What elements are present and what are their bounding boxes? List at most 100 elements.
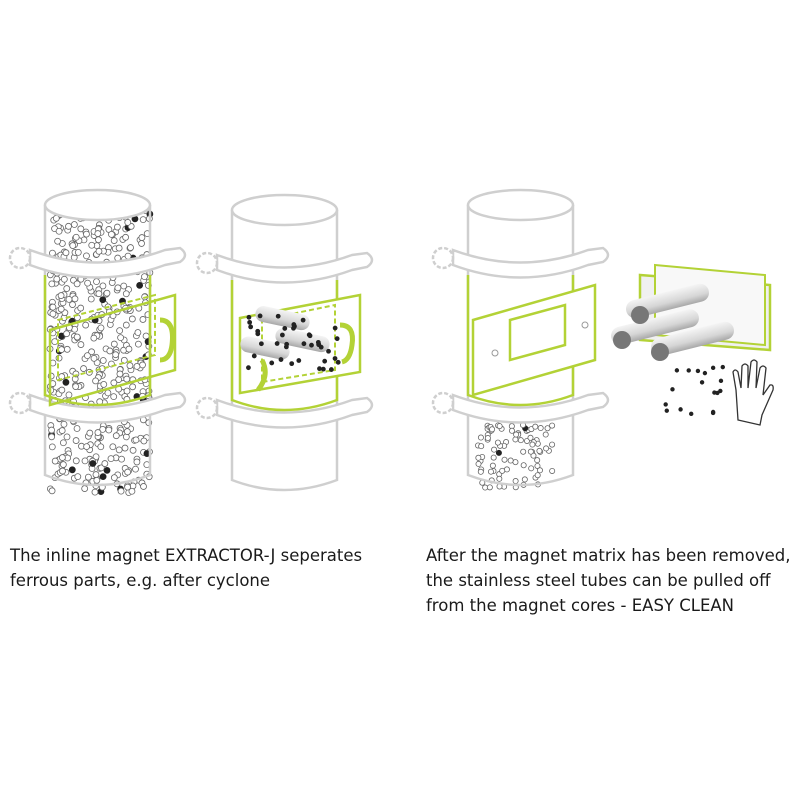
particle: [63, 433, 71, 441]
particle: [520, 448, 527, 455]
particle: [544, 425, 551, 432]
particle: [139, 216, 147, 224]
particle: [57, 305, 65, 313]
particle: [95, 290, 103, 298]
particle: [62, 249, 70, 257]
particle: [123, 428, 131, 435]
particle: [48, 443, 56, 451]
particle: [718, 388, 723, 394]
particle: [132, 465, 139, 473]
particle: [129, 383, 137, 391]
particle: [103, 466, 111, 474]
particle: [495, 449, 502, 456]
particle: [84, 279, 91, 287]
particle: [49, 303, 57, 311]
particle: [124, 218, 132, 226]
particle: [246, 365, 251, 371]
particle: [114, 284, 122, 292]
particle: [97, 464, 105, 472]
particle: [58, 454, 66, 461]
particle: [246, 314, 252, 320]
particle: [99, 425, 107, 433]
particle: [99, 357, 107, 364]
particle: [116, 370, 124, 378]
particle: [332, 325, 338, 331]
particles-flow-pipe-1: [46, 206, 154, 496]
particle: [477, 434, 484, 441]
particle: [536, 447, 543, 454]
particle: [84, 473, 92, 481]
particle: [58, 386, 66, 394]
particle: [132, 436, 140, 444]
particle: [124, 483, 132, 491]
particle: [140, 483, 147, 490]
particle: [58, 346, 65, 353]
particle: [478, 443, 485, 450]
particle: [710, 365, 716, 371]
particle: [72, 437, 80, 444]
particle: [138, 240, 145, 247]
particle: [105, 426, 113, 434]
particle: [521, 476, 528, 483]
particle: [77, 341, 85, 348]
caption-left-line-2: ferrous parts, e.g. after cyclone: [10, 571, 271, 590]
particle: [138, 234, 146, 241]
particle: [543, 445, 550, 452]
particle: [258, 341, 264, 347]
particle: [527, 448, 534, 455]
pipe-1-inline-magnet: [8, 188, 187, 487]
particle: [332, 356, 338, 361]
particle: [94, 230, 102, 237]
particle: [139, 316, 147, 323]
captured-particles: [246, 313, 341, 372]
particle: [95, 247, 103, 255]
particle: [120, 356, 128, 364]
particle: [489, 462, 496, 469]
particle: [296, 358, 302, 363]
particle: [542, 431, 549, 438]
particle: [133, 458, 141, 466]
particle: [702, 370, 708, 376]
particle: [335, 359, 341, 365]
particle: [92, 377, 100, 385]
particle: [686, 368, 691, 373]
particle: [73, 425, 81, 432]
particle: [140, 437, 148, 445]
particle: [104, 389, 112, 397]
particle: [475, 454, 482, 461]
particle: [512, 436, 519, 443]
particle: [124, 468, 132, 476]
particle: [99, 282, 107, 290]
particle: [101, 460, 109, 467]
particle: [248, 324, 254, 330]
particle: [86, 429, 94, 437]
particle: [507, 457, 514, 464]
removed-magnet-matrix: [611, 263, 772, 361]
particle: [55, 354, 63, 362]
particle: [110, 393, 118, 401]
particle: [670, 387, 675, 392]
particle: [65, 295, 73, 303]
particle: [99, 473, 107, 481]
particle: [282, 326, 288, 331]
caption-right-line-3: from the magnet cores - EASY CLEAN: [426, 596, 735, 615]
caption-left: The inline magnet EXTRACTOR-J seperates …: [10, 543, 362, 593]
particle: [315, 339, 321, 345]
particle: [527, 434, 534, 441]
particle: [77, 225, 85, 233]
particle: [87, 295, 95, 303]
particle: [97, 443, 105, 451]
particle: [58, 427, 66, 434]
particle: [83, 443, 91, 450]
particle: [48, 487, 56, 495]
particle: [48, 426, 55, 434]
particle: [109, 443, 117, 451]
caption-right: After the magnet matrix has been removed…: [426, 543, 790, 618]
particle: [715, 390, 720, 396]
particle: [88, 241, 96, 249]
particle: [501, 456, 508, 463]
particle: [81, 485, 89, 492]
pipe-2-magnet-tubes: [195, 193, 374, 492]
particle: [334, 336, 340, 342]
particle: [81, 457, 89, 465]
